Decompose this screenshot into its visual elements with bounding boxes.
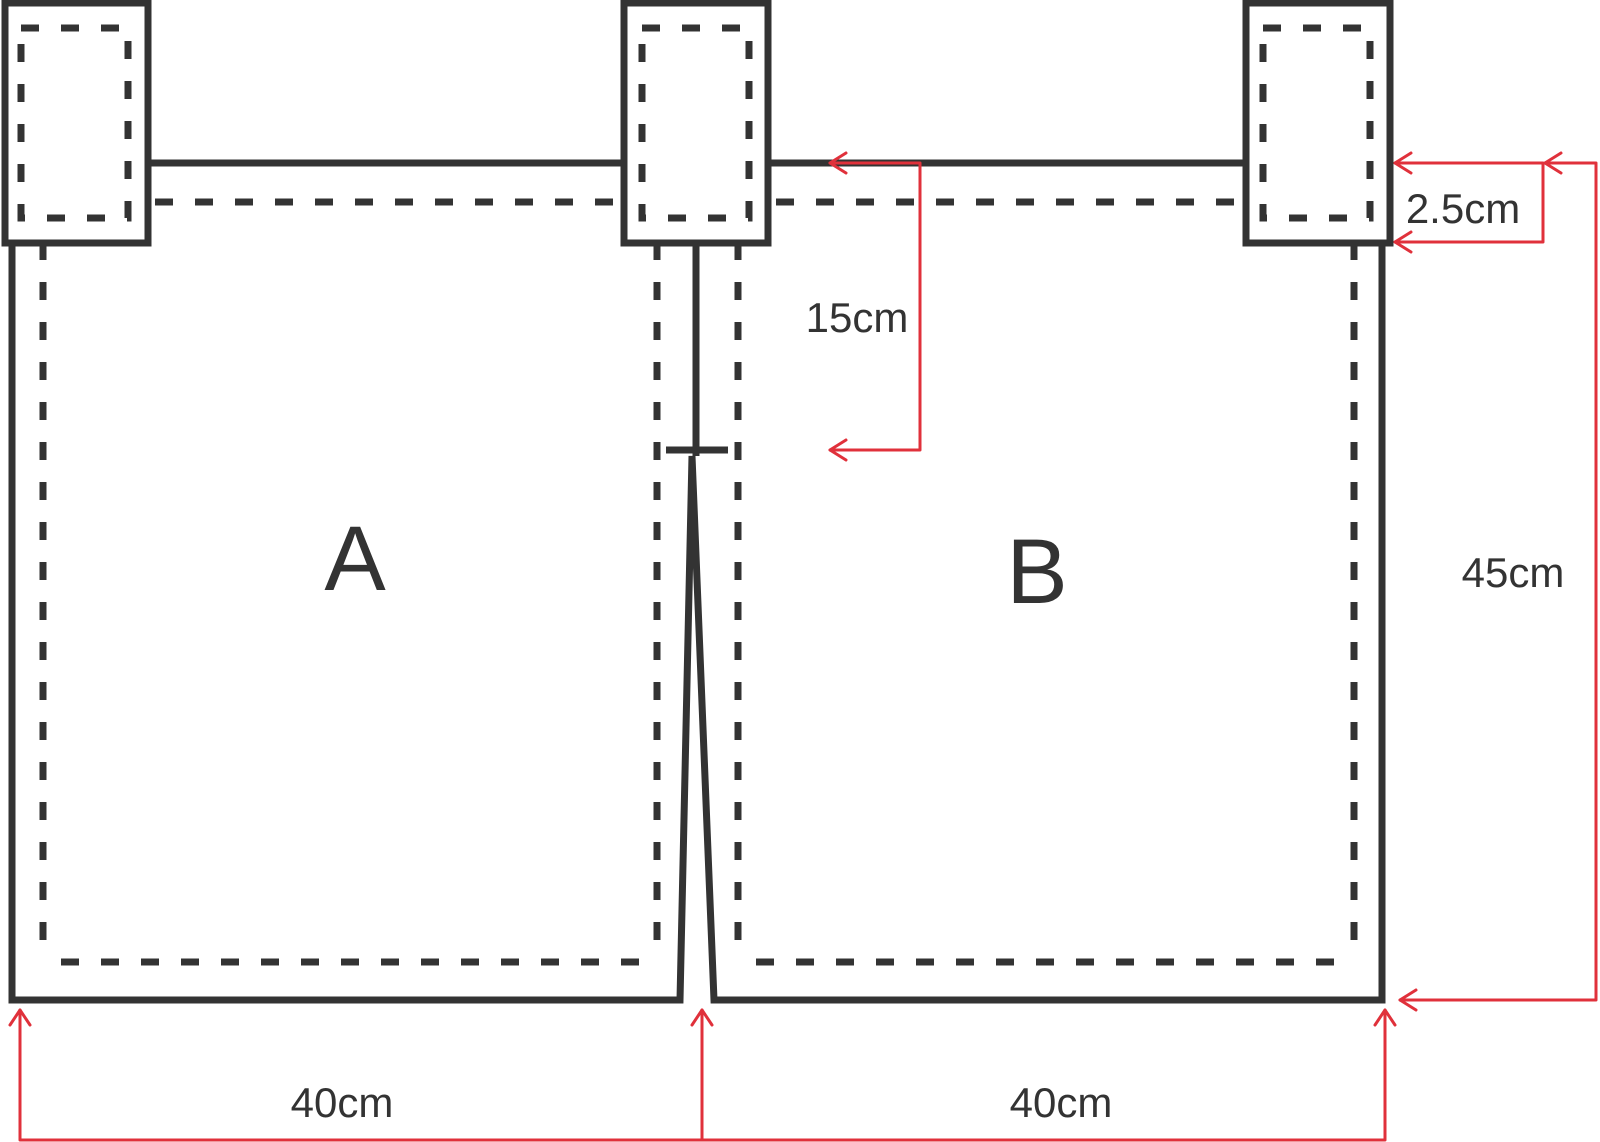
- width-right-label: 40cm: [1010, 1079, 1113, 1126]
- arrow-head-bottom-left: [8, 1008, 32, 1027]
- tab-right: [1242, 0, 1394, 247]
- tab-left: [1, 0, 152, 247]
- panel-outline: [8, 159, 1386, 1004]
- arrow-head-offset-bottom: [1393, 230, 1413, 254]
- arrow-head-slit-top: [828, 151, 848, 175]
- arrow-head-bottom-right: [1373, 1008, 1397, 1027]
- height-bracket: [1398, 161, 1598, 1002]
- arrow-head-height-bottom: [1398, 988, 1418, 1012]
- arrow-head-height-top: [1543, 151, 1563, 175]
- dimension-lines: [8, 151, 1598, 1142]
- height-label: 45cm: [1462, 549, 1565, 596]
- arrow-head-slit-bottom: [828, 438, 848, 462]
- arrow-head-bottom-mid: [690, 1008, 714, 1027]
- width-left-label: 40cm: [291, 1079, 394, 1126]
- panel-a-label: A: [324, 508, 386, 610]
- tab-offset-label: 2.5cm: [1406, 185, 1520, 232]
- slit-length-label: 15cm: [806, 294, 909, 341]
- arrow-head-offset-top: [1393, 151, 1413, 175]
- tab-middle: [620, 0, 772, 247]
- panel-b-label: B: [1006, 521, 1067, 623]
- tab-offset-bracket: [1393, 161, 1545, 244]
- slit-bracket: [828, 161, 922, 452]
